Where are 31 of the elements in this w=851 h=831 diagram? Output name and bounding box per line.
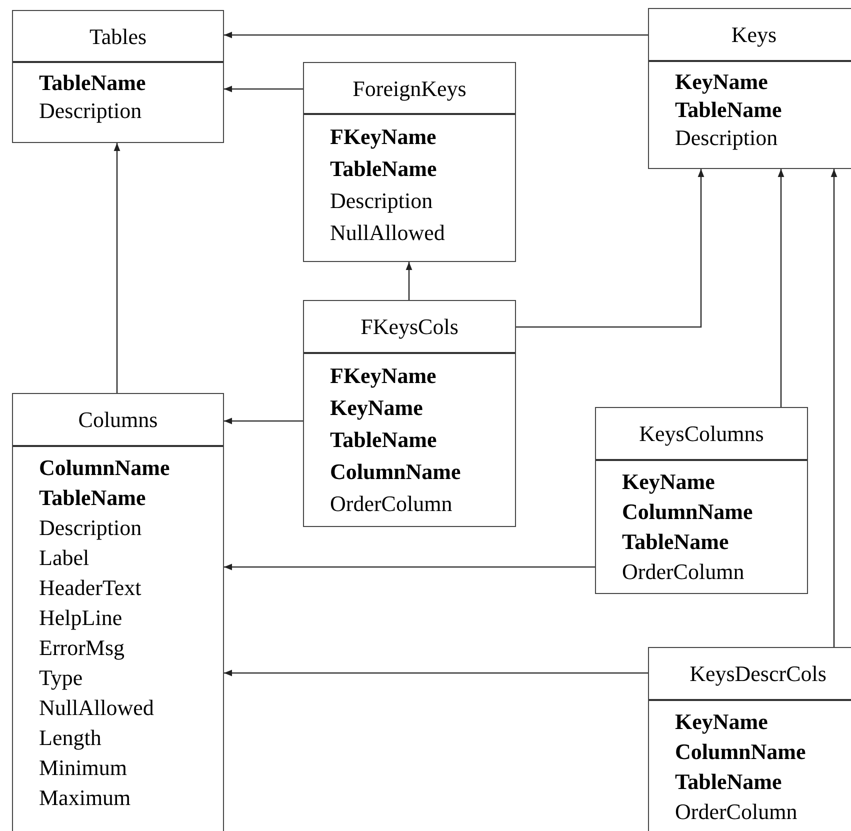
table-box xyxy=(648,8,851,169)
connector-arrow xyxy=(224,418,303,424)
table-box xyxy=(303,300,516,527)
connector-arrow xyxy=(406,262,412,300)
connector-arrow xyxy=(830,169,838,647)
field-list: KeyName ColumnName TableName OrderColumn xyxy=(622,467,753,587)
connector-arrow xyxy=(224,564,595,570)
table-name: KeysDescrCols xyxy=(690,660,826,688)
field-list: TableName Description xyxy=(39,69,146,125)
field-list: FKeyName KeyName TableName ColumnName OrderColumn xyxy=(330,360,461,520)
connector-arrow xyxy=(516,169,704,328)
field-list: FKeyName TableName Description NullAllowed xyxy=(330,121,445,249)
connector-arrow xyxy=(778,169,784,407)
connector-arrow xyxy=(114,143,120,393)
table-box xyxy=(595,407,808,594)
field-list: KeyName TableName Description xyxy=(675,68,782,152)
field-list: KeyName ColumnName TableName OrderColumn xyxy=(675,707,806,827)
table-name: FKeysCols xyxy=(360,313,458,341)
table-box xyxy=(648,647,851,831)
table-name: KeysColumns xyxy=(639,420,764,448)
field-list: ColumnName TableName Description Label HeaderText HelpLine ErrorMsg Type NullAllowed Length Minimum Maximum xyxy=(39,453,170,813)
table-box xyxy=(12,393,224,831)
table-box xyxy=(12,10,224,143)
connector-arrow xyxy=(224,32,648,38)
connector-arrow xyxy=(224,670,648,676)
table-name: Tables xyxy=(89,22,147,50)
table-name: ForeignKeys xyxy=(352,74,466,103)
connector-arrow xyxy=(224,86,303,92)
table-name: Columns xyxy=(78,406,158,434)
table-box xyxy=(303,62,516,262)
table-name: Keys xyxy=(731,21,777,49)
